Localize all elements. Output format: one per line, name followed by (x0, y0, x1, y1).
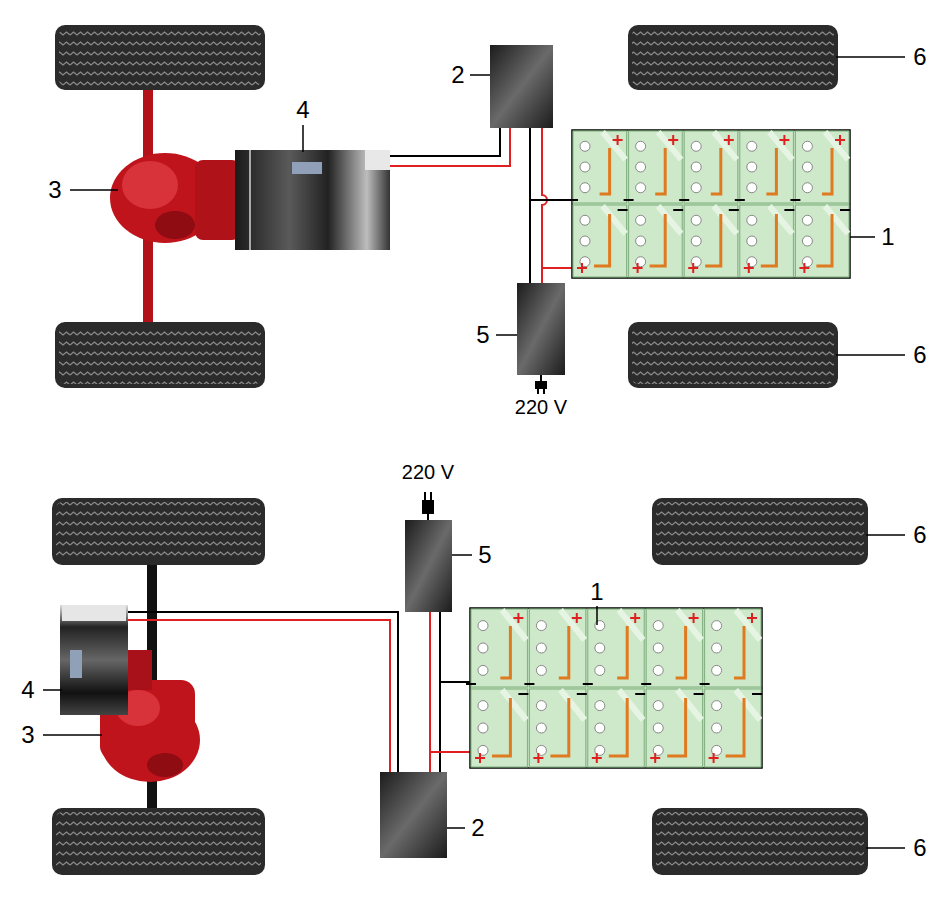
charger-box (517, 283, 565, 375)
battery-cell (679, 131, 738, 203)
motor (60, 605, 128, 715)
tire (652, 498, 868, 565)
battery-cell (705, 689, 762, 767)
controller-box (490, 45, 553, 128)
callout-number: 5 (478, 543, 491, 567)
callout-number: 1 (590, 580, 603, 604)
tires (52, 25, 868, 875)
battery-cell (471, 689, 528, 767)
callout-number: 5 (476, 323, 489, 347)
callout-number: 1 (881, 225, 894, 249)
voltage-label: 220 V (515, 397, 567, 417)
battery-cell (524, 609, 585, 687)
battery-cell (624, 131, 683, 203)
plug (422, 492, 434, 520)
charger-box (405, 520, 452, 612)
battery-pack (466, 608, 762, 768)
callout-number: 6 (913, 523, 926, 547)
voltage-label: 220 V (402, 462, 454, 482)
leader-lines (43, 57, 905, 848)
battery-cell (735, 131, 794, 203)
tire (652, 808, 868, 875)
battery-pack (568, 130, 850, 278)
callout-number: 2 (471, 816, 484, 840)
battery-cell (568, 131, 627, 203)
tire (55, 25, 265, 90)
callout-number: 4 (296, 98, 309, 122)
callout-number: 4 (21, 678, 34, 702)
battery-cell (740, 205, 795, 277)
tire (628, 25, 838, 90)
battery-cell (684, 205, 739, 277)
callout-number: 6 (913, 836, 926, 860)
battery-cell (573, 205, 628, 277)
battery-cell (588, 689, 645, 767)
differential (110, 153, 240, 243)
battery-cell (641, 609, 702, 687)
tire (55, 322, 265, 388)
callout-number: 6 (913, 343, 926, 367)
plug (535, 375, 547, 394)
battery-cell (529, 689, 586, 767)
controller-box (380, 772, 447, 858)
battery-cell (700, 609, 761, 687)
tire (628, 322, 838, 388)
battery-cell (466, 609, 527, 687)
battery-cell (646, 689, 703, 767)
tire (52, 808, 265, 875)
wires (390, 128, 572, 283)
battery-cell (629, 205, 684, 277)
callout-number: 3 (48, 178, 61, 202)
tire (52, 498, 265, 565)
battery-cell (790, 131, 849, 203)
callout-number: 2 (451, 63, 464, 87)
wires (128, 612, 470, 772)
battery-cell (795, 205, 850, 277)
battery-cell (583, 609, 644, 687)
motor (235, 150, 390, 250)
callout-number: 3 (21, 723, 34, 747)
callout-number: 6 (913, 45, 926, 69)
